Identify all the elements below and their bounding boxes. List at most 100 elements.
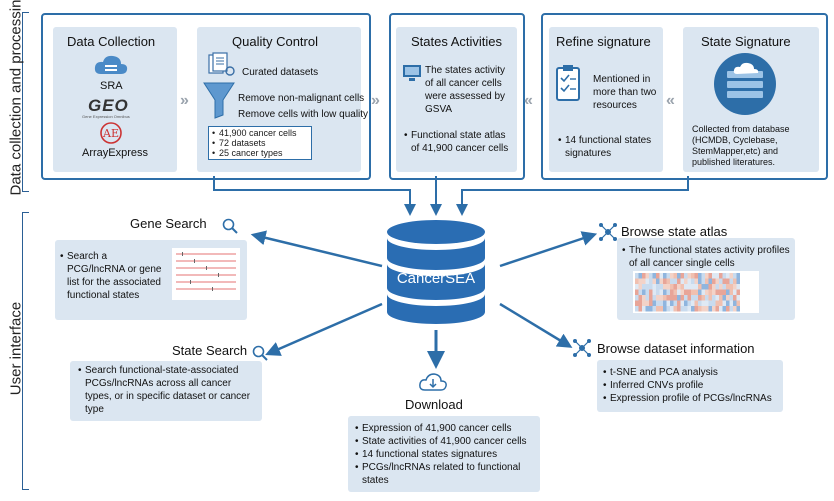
heatmap-cell	[673, 278, 677, 284]
heatmap-cell	[663, 273, 667, 279]
heatmap-cell	[652, 300, 656, 306]
gene-search-thumbnail	[172, 248, 240, 300]
heatmap-cell	[733, 273, 737, 279]
heatmap-cell	[645, 278, 649, 284]
heatmap-cell	[701, 306, 705, 312]
database-label: CancerSEA	[396, 270, 476, 287]
heatmap-cell	[712, 306, 716, 312]
heatmap-cell	[698, 289, 702, 295]
heatmap-cell	[691, 289, 695, 295]
gene-search-title: Gene Search	[130, 216, 207, 231]
heatmap-cell	[684, 306, 688, 312]
heatmap-cell	[701, 300, 705, 306]
heatmap-cell	[663, 278, 667, 284]
heatmap-cell	[715, 289, 719, 295]
heatmap-cell	[663, 295, 667, 301]
heatmap-cell	[719, 278, 723, 284]
network-icon	[599, 223, 617, 241]
heatmap-cell	[642, 278, 646, 284]
heatmap-cell	[677, 273, 681, 279]
heatmap-cell	[705, 273, 709, 279]
heatmap-cell	[715, 300, 719, 306]
heatmap-cell	[652, 289, 656, 295]
browse-atlas-title: Browse state atlas	[621, 224, 728, 239]
heatmap-cell	[652, 306, 656, 312]
heatmap-cell	[638, 278, 642, 284]
heatmap-cell	[694, 273, 698, 279]
heatmap-cell	[645, 306, 649, 312]
heatmap-cell	[656, 295, 660, 301]
heatmap-cell	[649, 284, 653, 290]
heatmap-cell	[677, 300, 681, 306]
heatmap-cell	[708, 284, 712, 290]
heatmap-cell	[691, 273, 695, 279]
heatmap-cell	[642, 295, 646, 301]
heatmap-cell	[649, 300, 653, 306]
atlas-text: Functional state atlas of 41,900 cancer …	[404, 129, 516, 155]
heatmap-cell	[726, 306, 730, 312]
heatmap-cell	[698, 300, 702, 306]
heatmap-cell	[677, 295, 681, 301]
heatmap-cell	[694, 284, 698, 290]
heatmap-cell	[684, 289, 688, 295]
heatmap-cell	[687, 295, 691, 301]
heatmap-cell	[726, 273, 730, 279]
heatmap-cell	[719, 295, 723, 301]
heatmap-cell	[733, 289, 737, 295]
heatmap-cell	[705, 306, 709, 312]
heatmap-cell	[666, 306, 670, 312]
heatmap-cell	[670, 273, 674, 279]
cloud-download-icon	[419, 373, 447, 391]
heatmap-cell	[736, 284, 740, 290]
arrayexpress-logo: AE	[100, 122, 122, 144]
heatmap-cell	[635, 273, 639, 279]
heatmap-cell	[729, 273, 733, 279]
heatmap-cell	[680, 278, 684, 284]
cloud-database-icon	[714, 53, 776, 115]
heatmap-cell	[694, 300, 698, 306]
heatmap-cell	[733, 284, 737, 290]
heatmap-cell	[715, 284, 719, 290]
heatmap-cell	[691, 300, 695, 306]
qc-remove-nonmalignant: Remove non-malignant cells	[238, 93, 365, 104]
states-activities-title: States Activities	[411, 34, 503, 49]
qc-stat: 72 datasets	[212, 138, 308, 148]
bottom-bracket	[22, 212, 29, 490]
heatmap-cell	[677, 306, 681, 312]
heatmap-cell	[694, 278, 698, 284]
heatmap-cell	[670, 284, 674, 290]
heatmap-cell	[715, 278, 719, 284]
heatmap-cell	[670, 278, 674, 284]
download-item: PCGs/lncRNAs related to functional state…	[355, 461, 537, 487]
chevron-right-icon: »	[180, 92, 189, 109]
heatmap-cell	[642, 273, 646, 279]
refine-count-text: 14 functional states signatures	[558, 134, 658, 160]
heatmap-cell	[673, 306, 677, 312]
heatmap-cell	[652, 284, 656, 290]
heatmap-cell	[635, 300, 639, 306]
chevron-right-icon: »	[371, 92, 380, 109]
heatmap-cell	[722, 300, 726, 306]
heatmap-cell	[642, 306, 646, 312]
heatmap-cell	[687, 284, 691, 290]
heatmap-cell	[663, 300, 667, 306]
heatmap-cell	[635, 289, 639, 295]
svg-text:AE: AE	[102, 127, 119, 140]
checklist-icon	[556, 65, 580, 101]
heatmap-cell	[666, 300, 670, 306]
heatmap-cell	[638, 300, 642, 306]
heatmap-cell	[708, 289, 712, 295]
heatmap-cell	[708, 306, 712, 312]
qc-remove-lowquality: Remove cells with low quality	[238, 109, 369, 120]
heatmap-cell	[673, 295, 677, 301]
heatmap-cell	[726, 295, 730, 301]
gene-search-text: Search a PCG/lncRNA or gene list for the…	[60, 250, 165, 302]
heatmap-cell	[638, 295, 642, 301]
heatmap-cell	[687, 306, 691, 312]
heatmap-cell	[719, 306, 723, 312]
heatmap-cell	[722, 295, 726, 301]
heatmap-cell	[722, 273, 726, 279]
heatmap-cell	[691, 306, 695, 312]
heatmap-cell	[705, 284, 709, 290]
heatmap-cell	[645, 284, 649, 290]
